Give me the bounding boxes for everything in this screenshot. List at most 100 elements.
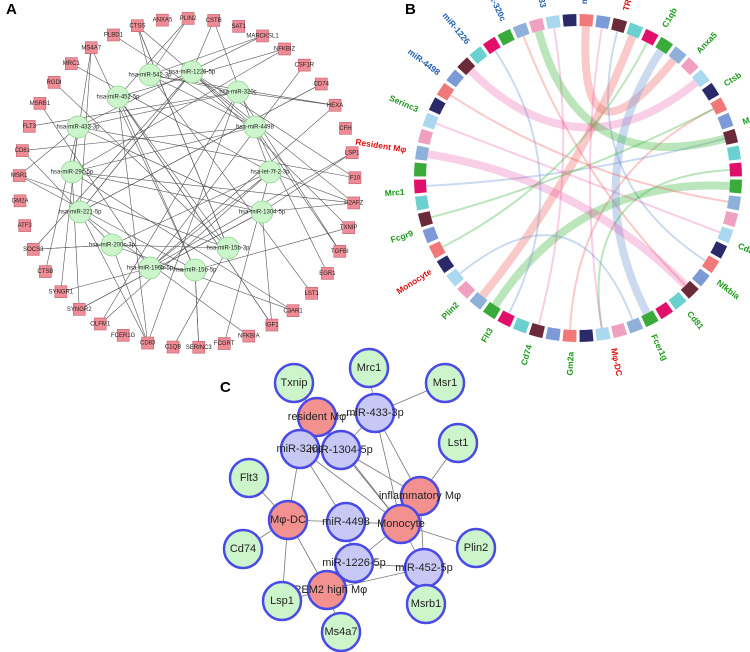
panel-c-node-label: miR-320c xyxy=(276,443,324,455)
panel-a-edge xyxy=(149,64,305,269)
panel-c-node: miR-1304-5p xyxy=(309,429,373,471)
panel-a-gene-label: CD81 xyxy=(15,148,31,154)
panel-a-gene-label: PLBD1 xyxy=(104,33,124,39)
panel-b-ring-segment xyxy=(595,326,611,341)
panel-a-gene-node: NFKBIA xyxy=(238,329,260,343)
panel-a-gene-box xyxy=(93,317,107,331)
panel-a-gene-box xyxy=(84,41,98,55)
panel-c-node: Txnip xyxy=(273,362,315,404)
panel-b-chord xyxy=(597,169,730,329)
panel-b-chord-diagram: TREM2 high MφC1qbAnxa5CtsbMs4a7CtssInfla… xyxy=(355,0,750,377)
panel-a-mirna-circle xyxy=(216,236,240,260)
panel-a-gene-node: IGF1 xyxy=(265,318,279,332)
panel-a-gene-label: H2AFZ xyxy=(344,201,363,207)
panel-a-gene-box xyxy=(54,285,68,299)
panel-a-mirna-node: hsa-miR-1226-5p xyxy=(169,60,216,84)
panel-a-edge xyxy=(149,105,336,269)
panel-a-mirna-label: hsa-miR-452-5p xyxy=(96,95,140,101)
panel-a-gene-node: C1QB xyxy=(165,340,181,354)
panel-a-gene-box xyxy=(166,340,180,354)
panel-a-mirna-label: hsa-miR-200c-3p xyxy=(89,243,136,249)
panel-a-gene-node: ANXA5 xyxy=(153,13,173,27)
panel-a-gene-label: MS4A7 xyxy=(81,45,101,51)
panel-a-gene-node: FLT3 xyxy=(22,120,37,133)
panel-c-node-circle xyxy=(228,457,270,499)
panel-b-label: Gm2a xyxy=(565,351,576,375)
panel-b-ring-segment xyxy=(545,326,561,341)
panel-a-edge xyxy=(149,35,263,76)
panel-a-mirna-node: hsa-miR-320c xyxy=(219,80,257,104)
panel-a-gene-label: TXNIP xyxy=(340,225,358,231)
panel-b-ring-segment xyxy=(691,69,710,88)
panel-b-ring-segment xyxy=(710,97,728,115)
panel-c-node-label: Plin2 xyxy=(464,542,488,554)
panel-b-label: Plin2 xyxy=(440,300,461,322)
panel-b-chord xyxy=(430,108,714,219)
panel-b-ring-segment xyxy=(641,28,659,46)
panel-a-gene-node: SYNGR2 xyxy=(67,303,92,316)
panel-c-node-circle xyxy=(455,527,497,569)
panel-a-gene-box xyxy=(116,329,130,342)
panel-a-gene-label: SYNGR1 xyxy=(49,289,74,295)
panel-c-node-circle xyxy=(399,475,441,517)
panel-c-node-circle xyxy=(424,362,466,404)
panel-a-mirna-node: hsa-miR-29c-5p xyxy=(51,160,94,184)
panel-a-gene-label: FCGRT xyxy=(214,341,235,347)
panel-b-label: miR-4498 xyxy=(406,46,442,77)
panel-b-label: Ms4a7 xyxy=(741,109,750,127)
panel-b-ring-segment xyxy=(611,17,628,33)
panel-a-gene-label: LST1 xyxy=(305,291,320,297)
panel-c-edge xyxy=(299,448,402,525)
panel-a-edge xyxy=(149,74,312,294)
panel-b-ring-segment xyxy=(446,69,465,88)
panel-a-gene-node: CD83 xyxy=(140,336,156,350)
panel-a-edge xyxy=(111,244,229,249)
panel-a-edge xyxy=(149,171,271,269)
panel-b-label: miR-433 xyxy=(532,0,549,9)
panel-b-ring-segment xyxy=(668,46,687,65)
panel-b-ring-segment xyxy=(428,97,446,115)
panel-a-gene-node: MRC1 xyxy=(63,57,80,70)
panel-c-node: Cd74 xyxy=(222,528,264,570)
panel-a-edge xyxy=(45,126,79,272)
panel-a-edge xyxy=(79,83,322,213)
panel-a-edge xyxy=(71,171,263,213)
panel-c-node-label: Msr1 xyxy=(433,377,457,389)
panel-a-edge xyxy=(261,202,354,213)
panel-b-ring-segment xyxy=(611,323,628,339)
panel-a-mirna-circle xyxy=(68,200,92,224)
panel-a-gene-box xyxy=(256,29,269,43)
panel-a-gene-box xyxy=(107,28,120,42)
panel-b-ring-segment xyxy=(668,291,687,310)
panel-c-node-label: Flt3 xyxy=(240,472,258,484)
panel-c-node-circle xyxy=(348,347,390,389)
panel-a-mirna-circle xyxy=(138,63,162,87)
panel-a-mirna-circle xyxy=(138,256,162,280)
panel-b-ring-segment xyxy=(528,17,545,33)
panel-b-ring-segment xyxy=(457,280,476,299)
panel-b-ring-segment xyxy=(579,14,594,27)
panel-c-node-circle xyxy=(306,569,348,611)
panel-a-mirna-label: hsa-miR-196b-5p xyxy=(127,266,174,272)
panel-b-chord xyxy=(534,30,726,151)
panel-a-edge xyxy=(254,126,328,274)
panel-b-label: TREM2 high Mφ xyxy=(621,0,648,12)
panel-a-gene-node: SERINC3 xyxy=(186,340,212,354)
panel-b-links xyxy=(426,26,730,330)
panel-a-mirna-label: hsa-miR-1304-5p xyxy=(239,210,286,216)
panel-a-edge xyxy=(223,171,271,344)
panel-b-chord xyxy=(449,94,729,203)
panel-c-node: miR-452-5p xyxy=(395,547,453,589)
panel-a-gene-node: CTSB xyxy=(37,265,53,278)
panel-a-gene-label: NFKBIZ xyxy=(274,47,296,53)
panel-b-ring-segment xyxy=(726,145,741,161)
panel-b-label: Anxa5 xyxy=(694,30,719,56)
panel-b-ring-segment xyxy=(482,36,501,55)
panel-b-ring-segment xyxy=(701,82,720,101)
panel-c-node-circle xyxy=(296,396,338,438)
panel-c-node-label: Ms4a7 xyxy=(324,626,357,638)
panel-a-gene-label: PLIN2 xyxy=(180,16,197,22)
panel-b-chord xyxy=(522,35,687,287)
panel-a-mirna-circle xyxy=(226,80,250,104)
